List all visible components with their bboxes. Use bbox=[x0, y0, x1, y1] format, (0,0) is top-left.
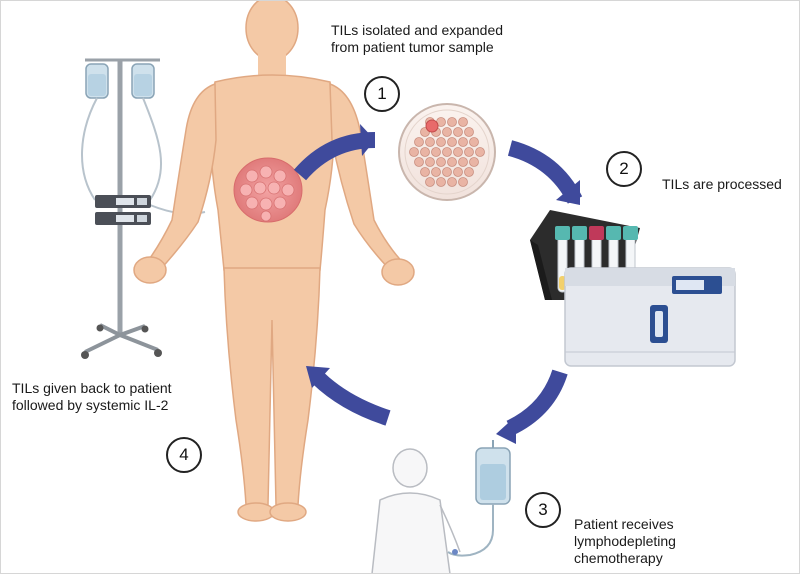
cell-processor-icon bbox=[530, 210, 735, 366]
cell-dot bbox=[421, 148, 430, 157]
cell-dot bbox=[465, 128, 474, 137]
cell-dot bbox=[421, 168, 430, 177]
cell-dot bbox=[470, 158, 479, 167]
step-3-line-3: chemotherapy bbox=[574, 550, 676, 567]
cell-dot bbox=[443, 128, 452, 137]
cell-dot bbox=[432, 148, 441, 157]
cell-dot bbox=[470, 138, 479, 147]
cell-dot bbox=[415, 158, 424, 167]
cell-dot bbox=[443, 168, 452, 177]
step-3-label: Patient receives lymphodepleting chemoth… bbox=[574, 516, 676, 567]
cell-dot bbox=[426, 158, 435, 167]
cell-dot bbox=[437, 178, 446, 187]
cell-dot bbox=[437, 158, 446, 167]
arrow-4-shaft bbox=[318, 378, 388, 418]
tube-cap bbox=[623, 226, 638, 240]
cell-dot bbox=[448, 138, 457, 147]
cell-dot bbox=[448, 178, 457, 187]
step-1-label: TILs isolated and expanded from patient … bbox=[331, 22, 503, 56]
arrow-2-shaft bbox=[510, 148, 575, 200]
chemo-patient-icon bbox=[372, 449, 460, 574]
cell-dot bbox=[459, 178, 468, 187]
tube-cap bbox=[572, 226, 587, 240]
cell-dot bbox=[454, 128, 463, 137]
cell-dot bbox=[410, 148, 419, 157]
cell-dot bbox=[448, 158, 457, 167]
cell-dot bbox=[437, 138, 446, 147]
step-4-line-1: TILs given back to patient bbox=[12, 380, 172, 397]
cell-dot bbox=[459, 118, 468, 127]
cell-dot bbox=[426, 138, 435, 147]
arrow-3-shaft bbox=[510, 372, 560, 428]
cell-dot bbox=[432, 168, 441, 177]
step-1-marker: 1 bbox=[364, 76, 400, 112]
cell-dot bbox=[459, 138, 468, 147]
cell-dot bbox=[454, 148, 463, 157]
tumor-illustration bbox=[234, 158, 302, 222]
tube-cap bbox=[606, 226, 621, 240]
arrow-3-head bbox=[496, 416, 516, 444]
step-1-line-2: from patient tumor sample bbox=[331, 39, 503, 56]
cell-dot bbox=[448, 118, 457, 127]
cell-dot bbox=[465, 168, 474, 177]
cell-dot bbox=[476, 148, 485, 157]
step-4-label: TILs given back to patient followed by s… bbox=[12, 380, 172, 414]
step-2-marker: 2 bbox=[606, 151, 642, 187]
tube-cap bbox=[589, 226, 604, 240]
step-4-marker: 4 bbox=[166, 437, 202, 473]
cell-dot bbox=[459, 158, 468, 167]
cell-dot bbox=[454, 168, 463, 177]
cell-dot bbox=[465, 148, 474, 157]
arrow-1-head bbox=[360, 124, 375, 156]
cell-dot bbox=[443, 148, 452, 157]
step-4-line-2: followed by systemic IL-2 bbox=[12, 397, 172, 414]
step-3-line-2: lymphodepleting bbox=[574, 533, 676, 550]
cell-dot bbox=[415, 138, 424, 147]
step-2-line-1: TILs are processed bbox=[662, 176, 782, 193]
step-2-label: TILs are processed bbox=[662, 176, 782, 193]
cell-dot bbox=[426, 178, 435, 187]
iv-bag-icon bbox=[448, 440, 510, 556]
petri-dish-icon bbox=[399, 104, 495, 200]
step-3-marker: 3 bbox=[525, 492, 561, 528]
step-3-line-1: Patient receives bbox=[574, 516, 676, 533]
tube-cap bbox=[555, 226, 570, 240]
step-1-line-1: TILs isolated and expanded bbox=[331, 22, 503, 39]
